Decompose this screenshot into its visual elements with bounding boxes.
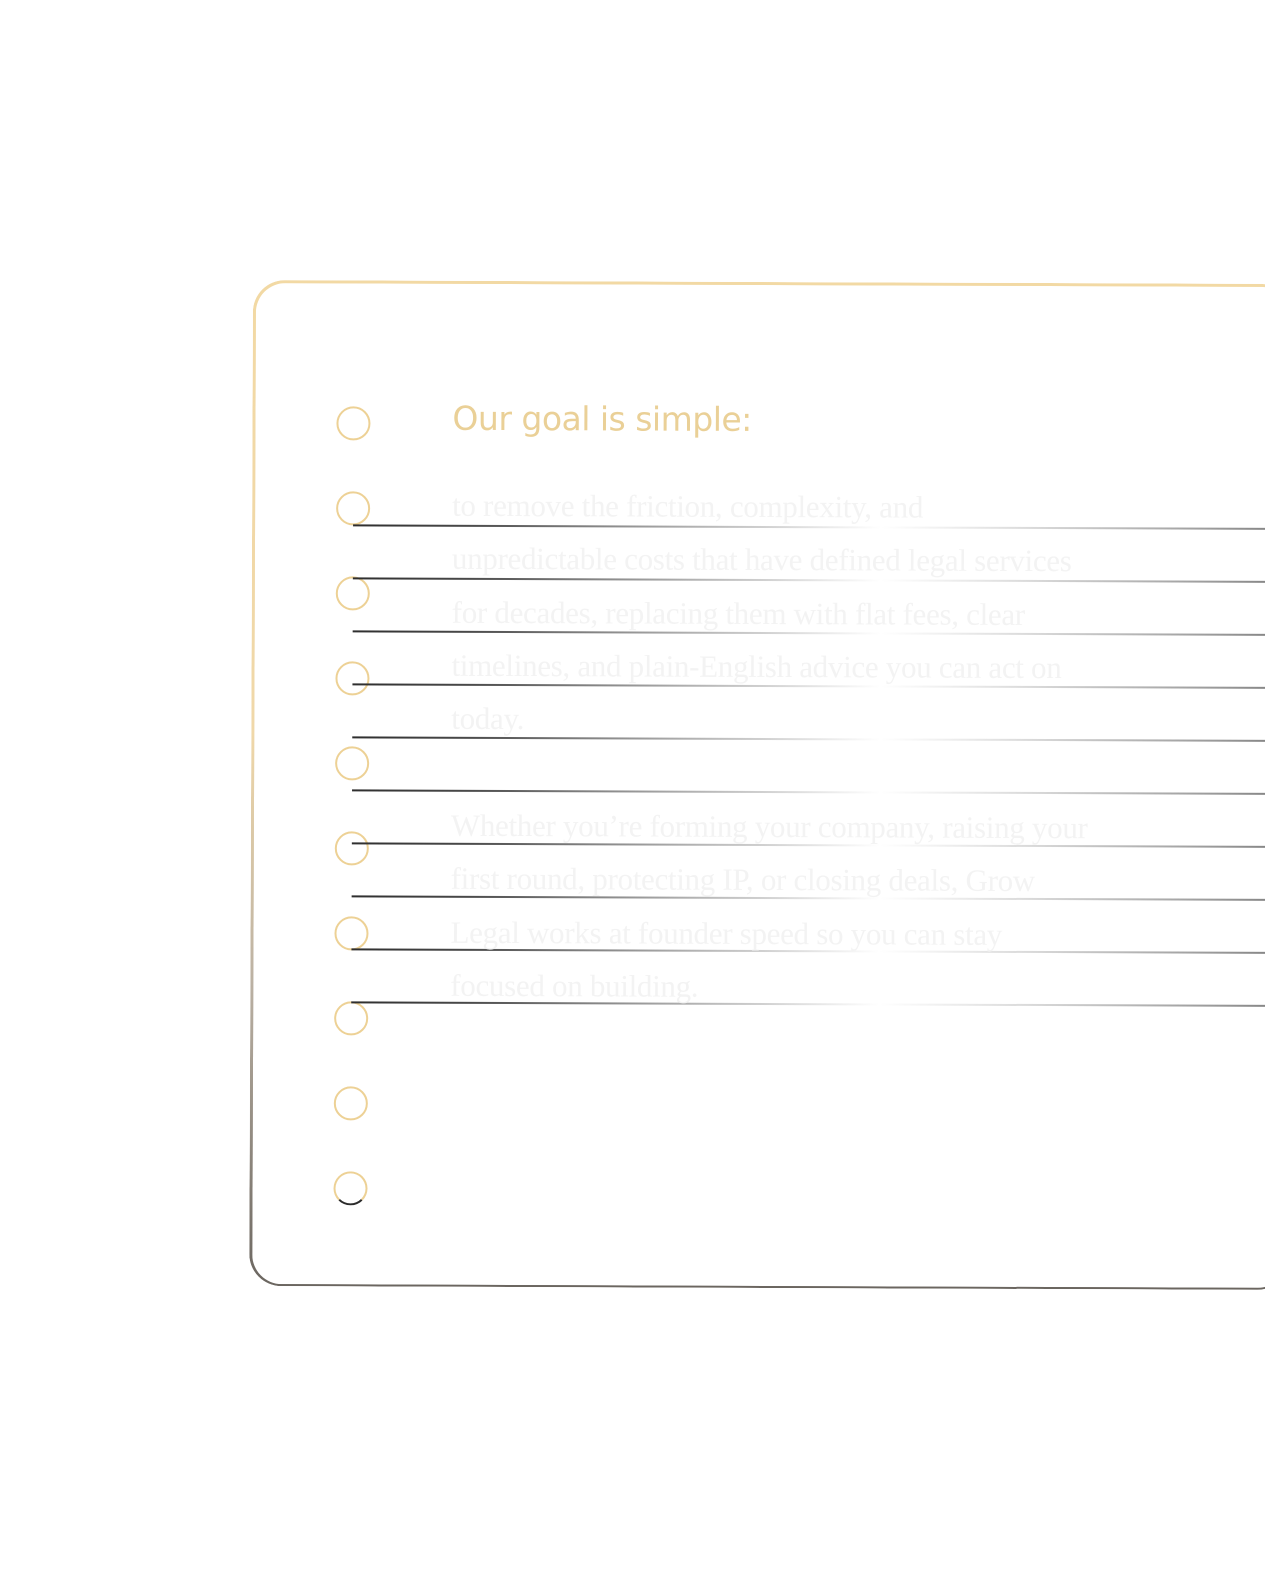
binder-ring bbox=[334, 916, 369, 951]
binder-ring bbox=[336, 406, 371, 441]
notebook-paper bbox=[251, 282, 1265, 1288]
mission-paragraph: to remove the friction, complexity, and … bbox=[451, 487, 1072, 737]
notebook-card: Our goal is simple: to remove the fricti… bbox=[249, 280, 1265, 1290]
binder-ring bbox=[336, 491, 371, 526]
binder-ring bbox=[334, 1001, 369, 1036]
founder-paragraph: Whether you’re forming your company, rai… bbox=[450, 807, 1088, 1004]
binder-ring bbox=[334, 831, 369, 866]
binder-ring bbox=[335, 746, 370, 781]
goal-heading: Our goal is simple: bbox=[452, 398, 752, 439]
binder-ring bbox=[333, 1171, 368, 1206]
binder-ring bbox=[335, 576, 370, 611]
binder-ring bbox=[335, 661, 370, 696]
binder-ring bbox=[333, 1086, 368, 1121]
